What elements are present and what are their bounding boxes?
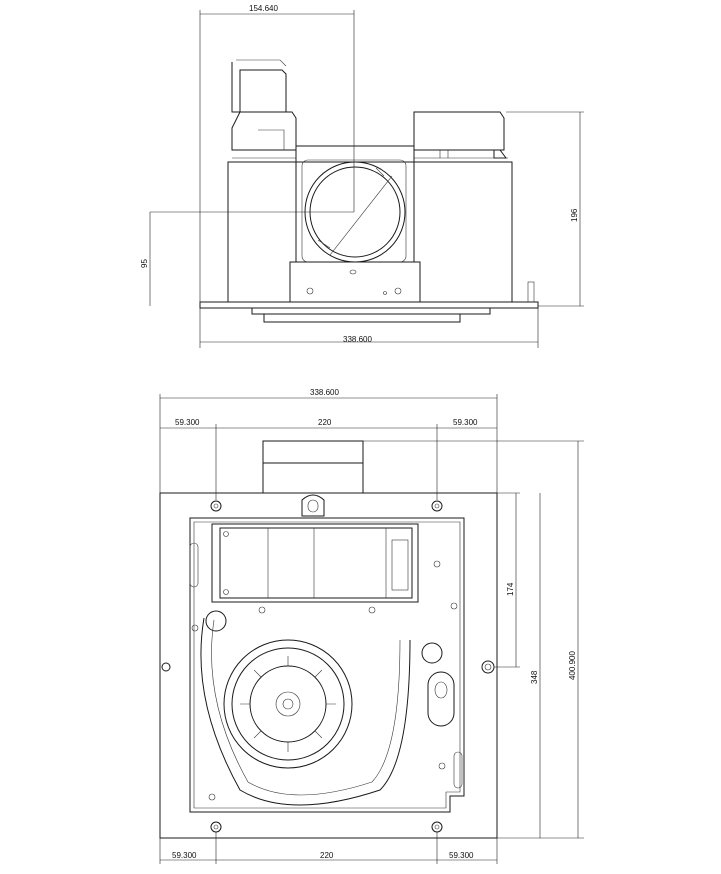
dim-338-600-bottom: 338.600	[310, 388, 339, 397]
dim-338-600-side: 338.600	[343, 335, 372, 344]
dim-400-900: 400.900	[568, 651, 577, 680]
dim-59-300-bottom-left: 59.300	[172, 851, 197, 860]
dim-59-300-top-right: 59.300	[453, 418, 478, 427]
side-view: 154.640 196 95 338.600	[140, 4, 584, 348]
dim-220-top: 220	[318, 418, 332, 427]
dim-220-bottom: 220	[320, 851, 334, 860]
dim-59-300-top-left: 59.300	[175, 418, 200, 427]
dim-59-300-bottom-right: 59.300	[449, 851, 474, 860]
bottom-view: 338.600 59.300 220 59.300 174 348 400.90…	[159, 388, 584, 864]
dim-154-640: 154.640	[249, 4, 278, 13]
dim-348: 348	[530, 670, 539, 684]
dim-95: 95	[140, 259, 149, 268]
dim-196: 196	[570, 208, 579, 222]
dim-174: 174	[506, 582, 515, 596]
